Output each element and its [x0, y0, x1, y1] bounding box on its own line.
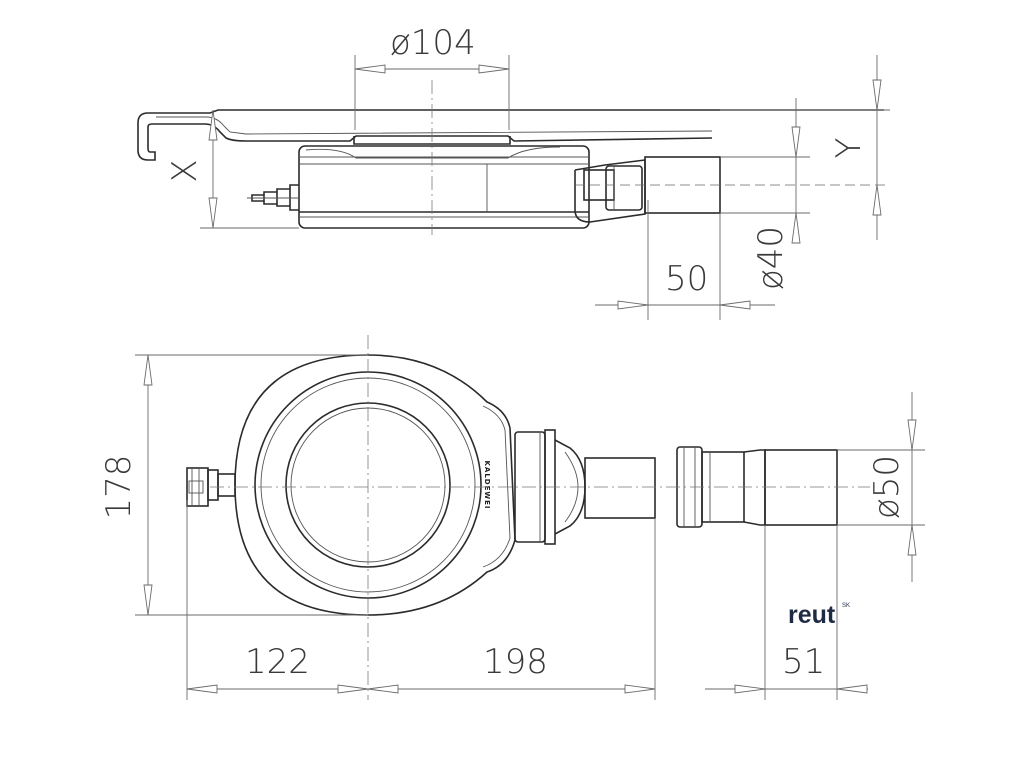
logo-sup: SK	[842, 603, 850, 609]
side-view: ø104 X Y ø40 50	[137, 23, 890, 320]
drain-body	[298, 145, 590, 229]
dim-122-label: 122	[245, 642, 310, 682]
top-plate	[353, 136, 511, 145]
tray-profile	[137, 109, 884, 161]
dim-50-label: 50	[665, 259, 708, 299]
dim-d50-label: ø50	[867, 455, 907, 519]
plan-view: KALDEWEI	[99, 335, 925, 700]
dim-d40-label: ø40	[751, 226, 791, 290]
drain-housing	[234, 354, 516, 616]
dim-178-label: 178	[99, 455, 139, 520]
plan-left-spigot	[217, 473, 236, 497]
adapter-pipe	[764, 449, 838, 526]
brand-label: KALDEWEI	[483, 460, 491, 509]
reut-logo: reut SK	[788, 601, 850, 629]
logo-text: reut	[788, 601, 836, 629]
dim-d104-label: ø104	[390, 23, 476, 63]
left-spigot	[251, 184, 299, 211]
dim-198-label: 198	[483, 642, 548, 682]
dim-51-label: 51	[782, 642, 825, 682]
dim-x-label: X	[165, 159, 205, 182]
dim-y-label: Y	[829, 138, 869, 159]
plan-outlet-pipe	[584, 457, 656, 519]
